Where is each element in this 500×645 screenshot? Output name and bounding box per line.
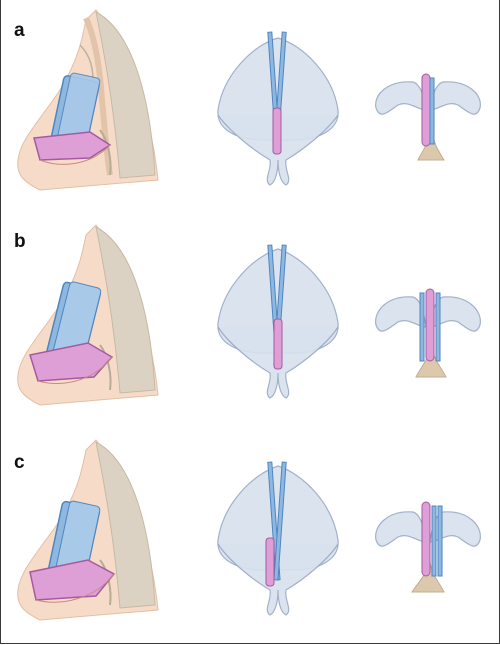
panel-label-a: a (14, 20, 25, 41)
columellar-strut-a (33, 131, 112, 161)
lateral-nose-view-c (17, 439, 159, 621)
panel-a: a (0, 0, 500, 200)
basal-nose-view-a (375, 73, 481, 161)
panel-label-c: c (14, 452, 25, 473)
basal-nose-view-b (375, 288, 481, 378)
frontal-nose-view-b (217, 244, 339, 399)
panel-b: b (0, 215, 500, 415)
frontal-nose-view-c (217, 461, 339, 616)
panel-c: c (0, 430, 500, 630)
basal-nose-view-c (375, 501, 481, 593)
frontal-nose-view-a (217, 31, 339, 186)
lateral-nose-view-b (17, 224, 159, 406)
columellar-strut-c (29, 559, 116, 601)
lateral-nose-view-a (17, 9, 159, 191)
panel-label-b: b (14, 231, 26, 252)
